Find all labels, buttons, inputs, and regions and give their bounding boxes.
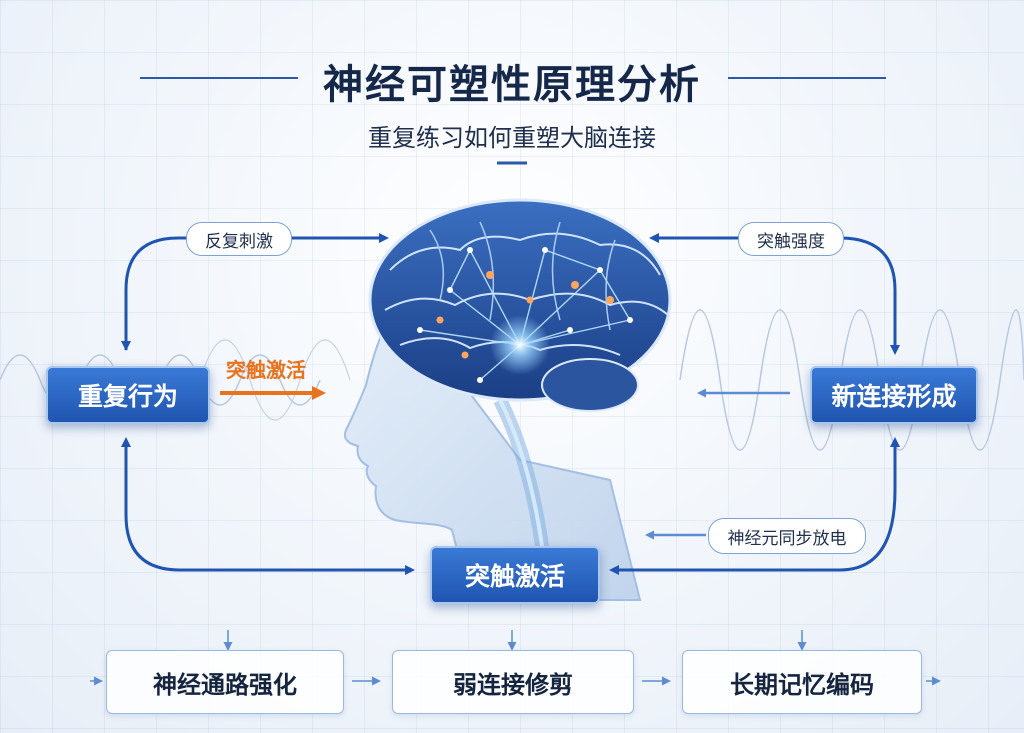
brain-illustration [368, 198, 672, 412]
label-synapse-activation-arrow: 突触激活 [226, 358, 306, 382]
step-long-term-memory: 长期记忆编码 [682, 650, 922, 714]
label-repeated-stimulus: 反复刺激 [186, 222, 292, 256]
page-subtitle: 重复练习如何重塑大脑连接 [368, 124, 656, 152]
arrow-top-right [839, 236, 900, 355]
step-pathway-strengthening: 神经通路强化 [106, 650, 344, 714]
node-synapse-activation: 突触激活 [430, 546, 600, 604]
label-synaptic-strength: 突触强度 [738, 222, 844, 256]
label-neuron-sync-firing: 神经元同步放电 [708, 518, 866, 554]
arrow-bottom-right [609, 489, 897, 575]
node-new-connection: 新连接形成 [810, 366, 978, 424]
node-repeat-behavior: 重复行为 [46, 366, 210, 424]
wave-right [679, 309, 1024, 451]
page-title: 神经可塑性原理分析 [323, 62, 701, 108]
step-weak-connection-pruning: 弱连接修剪 [392, 650, 634, 714]
wave-left-2 [199, 339, 351, 421]
arrow-bottom-left [124, 440, 415, 575]
arrow-top-left [124, 233, 389, 350]
